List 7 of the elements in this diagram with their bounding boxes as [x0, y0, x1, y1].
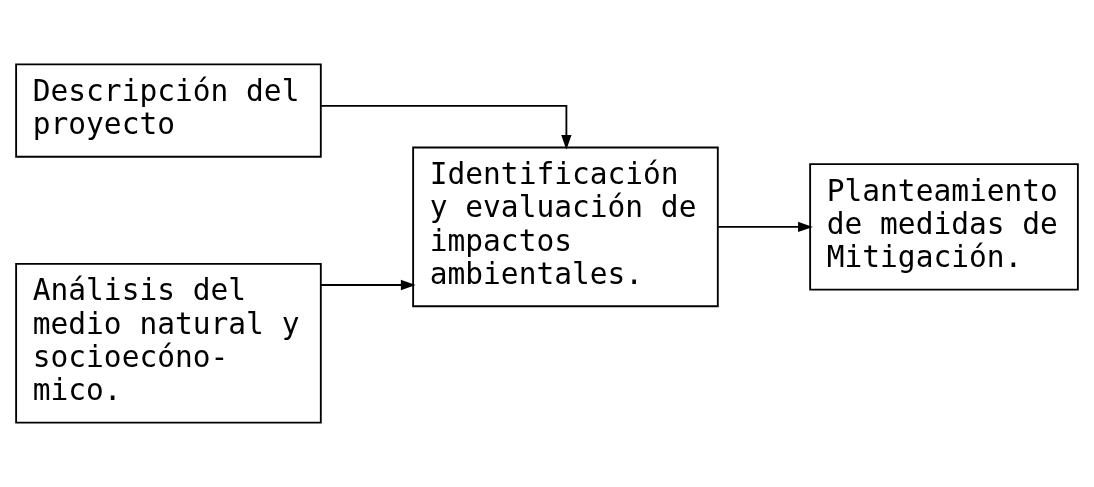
node-box: Descripción del proyecto [15, 63, 322, 158]
node-box: Análisis del medio natural y socioecóno- mico. [15, 262, 322, 424]
node-box: Planteamiento de medidas de Mitigación. [809, 163, 1079, 291]
arrow [717, 221, 813, 233]
arrow [319, 279, 416, 291]
node-box: Identificación y evaluación de impactos ambientales. [412, 146, 719, 308]
arrow [320, 105, 572, 150]
